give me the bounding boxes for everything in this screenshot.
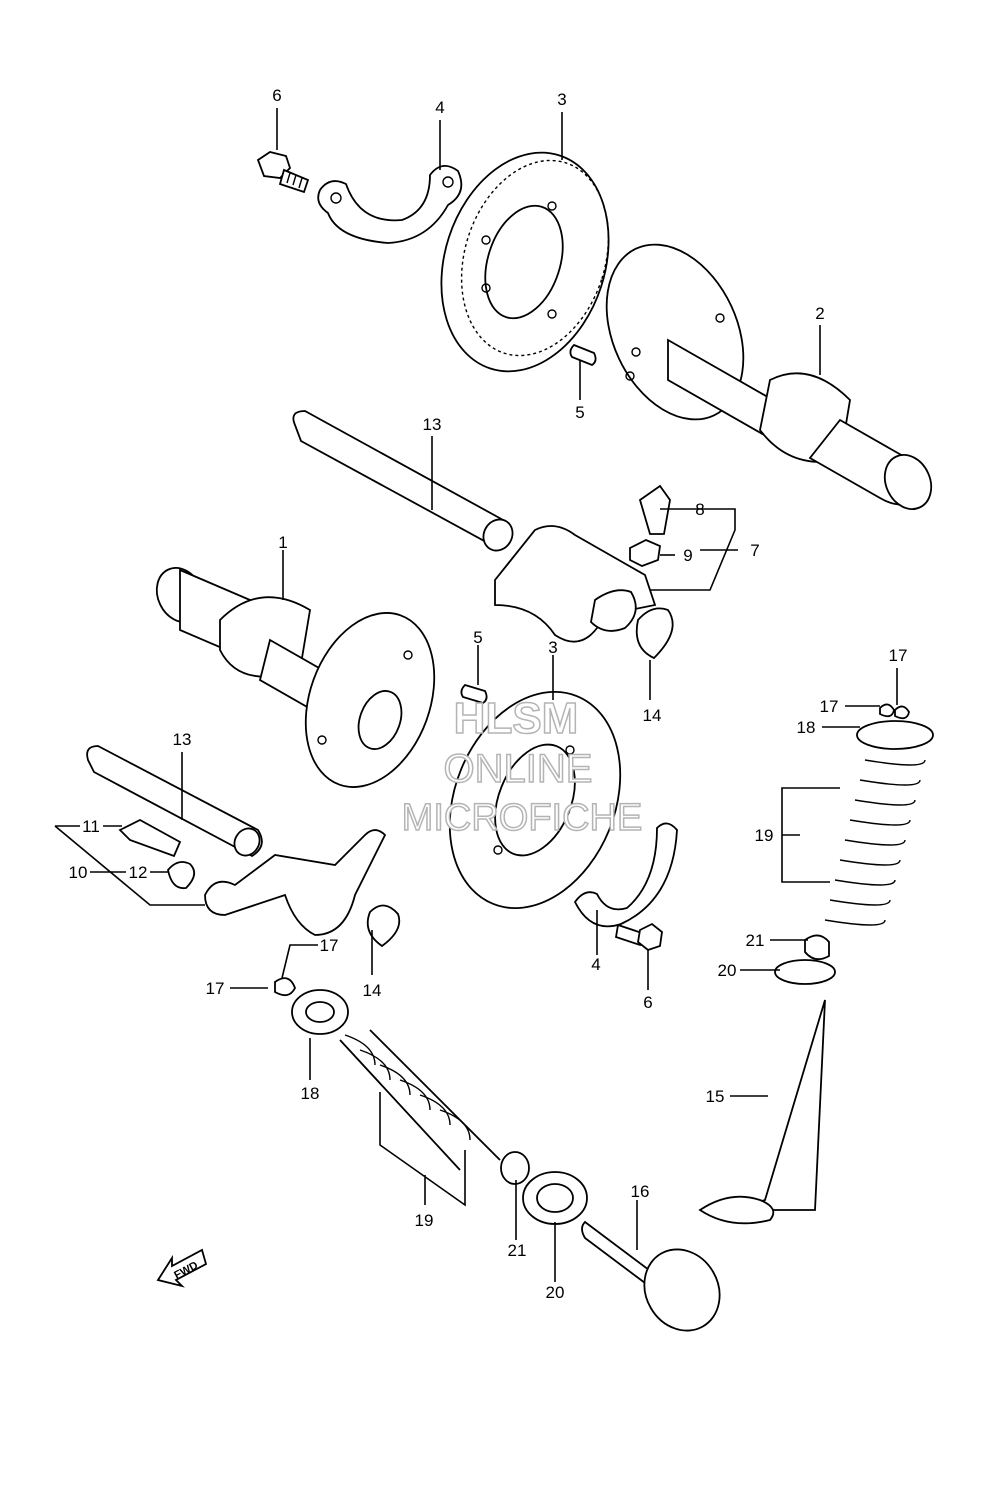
callout-12: 12	[129, 863, 148, 882]
callout-21-left: 21	[508, 1241, 527, 1260]
callout-17-left-mid: 17	[206, 979, 225, 998]
valve-spring-part-right	[698, 703, 934, 1225]
valve-spring-part-lower	[274, 904, 588, 1225]
watermark-line3: MICROFICHE	[402, 797, 643, 839]
callout-8: 8	[695, 500, 704, 519]
rocker-arm-part-upper	[494, 484, 674, 660]
callout-17-right-top: 17	[889, 646, 908, 665]
callout-18-right: 18	[797, 718, 816, 737]
callout-14-upper: 14	[643, 706, 662, 725]
callout-17-left-top: 17	[320, 936, 339, 955]
watermark-line2: ONLINE	[444, 747, 593, 791]
callout-17-right-mid: 17	[820, 697, 839, 716]
callout-10: 10	[69, 863, 88, 882]
bolt-part-middle	[614, 922, 663, 952]
callout-3-top: 3	[557, 90, 566, 109]
callout-labels: 6 4 3 2 5 13 8 9 7 1 5 3 14 17 17 18 13 …	[69, 86, 908, 1302]
callout-13-lower: 13	[173, 730, 192, 749]
callout-6-top: 6	[272, 86, 281, 105]
callout-4-middle: 4	[591, 955, 600, 974]
rocker-arm-part-lower	[118, 818, 387, 936]
callout-18-left: 18	[301, 1084, 320, 1103]
callout-4-top: 4	[435, 98, 444, 117]
pin-part-top	[569, 343, 597, 367]
callout-20-right: 20	[718, 961, 737, 980]
callout-19-right: 19	[755, 826, 774, 845]
rocker-shaft-part-lower	[86, 745, 263, 858]
bracket-part-middle	[573, 822, 678, 928]
callout-15: 15	[706, 1087, 725, 1106]
callout-5-top: 5	[575, 403, 584, 422]
callout-21-right: 21	[746, 931, 765, 950]
gear-part-top	[440, 151, 610, 373]
camshaft-part-upper	[605, 243, 933, 510]
camshaft-part-middle	[155, 567, 436, 788]
watermark-line1: HLSM	[454, 694, 579, 743]
callout-2: 2	[815, 304, 824, 323]
callout-5-middle: 5	[473, 628, 482, 647]
callout-19-left: 19	[415, 1211, 434, 1230]
callout-13-top: 13	[423, 415, 442, 434]
callout-9: 9	[683, 546, 692, 565]
pin-part-middle	[460, 683, 488, 704]
callout-16: 16	[631, 1182, 650, 1201]
callout-14-lower: 14	[363, 981, 382, 1000]
callout-11: 11	[82, 817, 100, 836]
callout-20-left: 20	[546, 1283, 565, 1302]
rocker-shaft-part-upper	[292, 410, 514, 552]
valve-part-lower	[581, 1220, 721, 1332]
leader-lines	[54, 108, 898, 1282]
callout-1: 1	[278, 533, 287, 552]
bracket-part-top	[317, 165, 463, 244]
bolt-part-top	[256, 151, 310, 194]
callout-3-middle: 3	[548, 638, 557, 657]
callout-7: 7	[750, 541, 759, 560]
gear-part-middle	[448, 691, 622, 909]
callout-6-middle: 6	[643, 993, 652, 1012]
watermark: HLSM ONLINE MICROFICHE	[401, 693, 643, 840]
fwd-arrow: FWD	[156, 1248, 208, 1288]
